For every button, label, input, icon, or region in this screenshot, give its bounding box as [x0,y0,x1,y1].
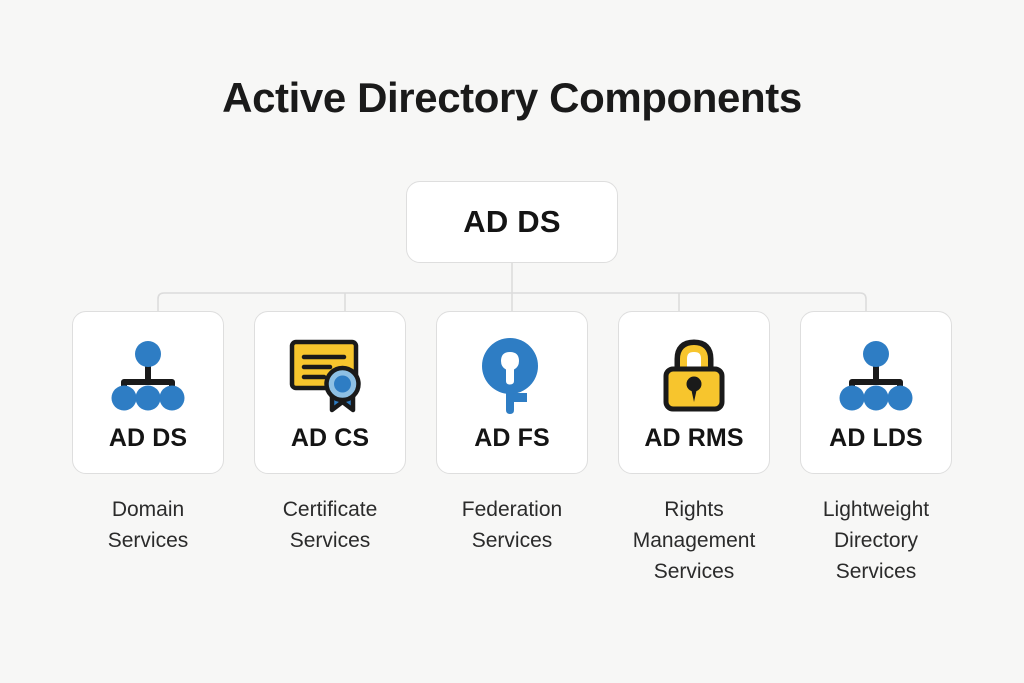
root-node-label: AD DS [463,204,561,239]
child-column-ad-cs: AD CS Certificate Services [246,311,414,587]
card-ad-cs[interactable]: AD CS [254,311,406,474]
page-title: Active Directory Components [222,74,802,121]
root-node-ad-ds[interactable]: AD DS [406,181,618,263]
key-icon [466,334,558,418]
child-column-ad-fs: AD FS Federation Services [428,311,596,587]
caption-ad-ds: Domain Services [107,498,189,552]
card-label-ad-ds: AD DS [108,424,188,452]
children-row: AD DS Domain Services AD CS Certificat [64,311,960,587]
caption-ad-lds: Lightweight Directory Services [822,498,930,583]
caption-ad-cs: Certificate Services [282,498,378,552]
child-column-ad-rms: AD RMS Rights Management Services [610,311,778,587]
card-ad-rms[interactable]: AD RMS [618,311,770,474]
card-ad-lds[interactable]: AD LDS [800,311,952,474]
caption-ad-fs: Federation Services [461,498,563,552]
hierarchy-icon [102,334,194,418]
child-column-ad-lds: AD LDS Lightweight Directory Services [792,311,960,587]
child-column-ad-ds: AD DS Domain Services [64,311,232,587]
padlock-icon [648,334,740,418]
card-label-ad-lds: AD LDS [829,424,923,452]
certificate-icon [284,334,376,418]
card-label-ad-rms: AD RMS [644,424,744,452]
hierarchy-icon [830,334,922,418]
card-label-ad-cs: AD CS [290,424,370,452]
caption-ad-rms: Rights Management Services [632,498,756,583]
card-ad-fs[interactable]: AD FS [436,311,588,474]
card-ad-ds[interactable]: AD DS [72,311,224,474]
card-label-ad-fs: AD FS [474,424,550,452]
